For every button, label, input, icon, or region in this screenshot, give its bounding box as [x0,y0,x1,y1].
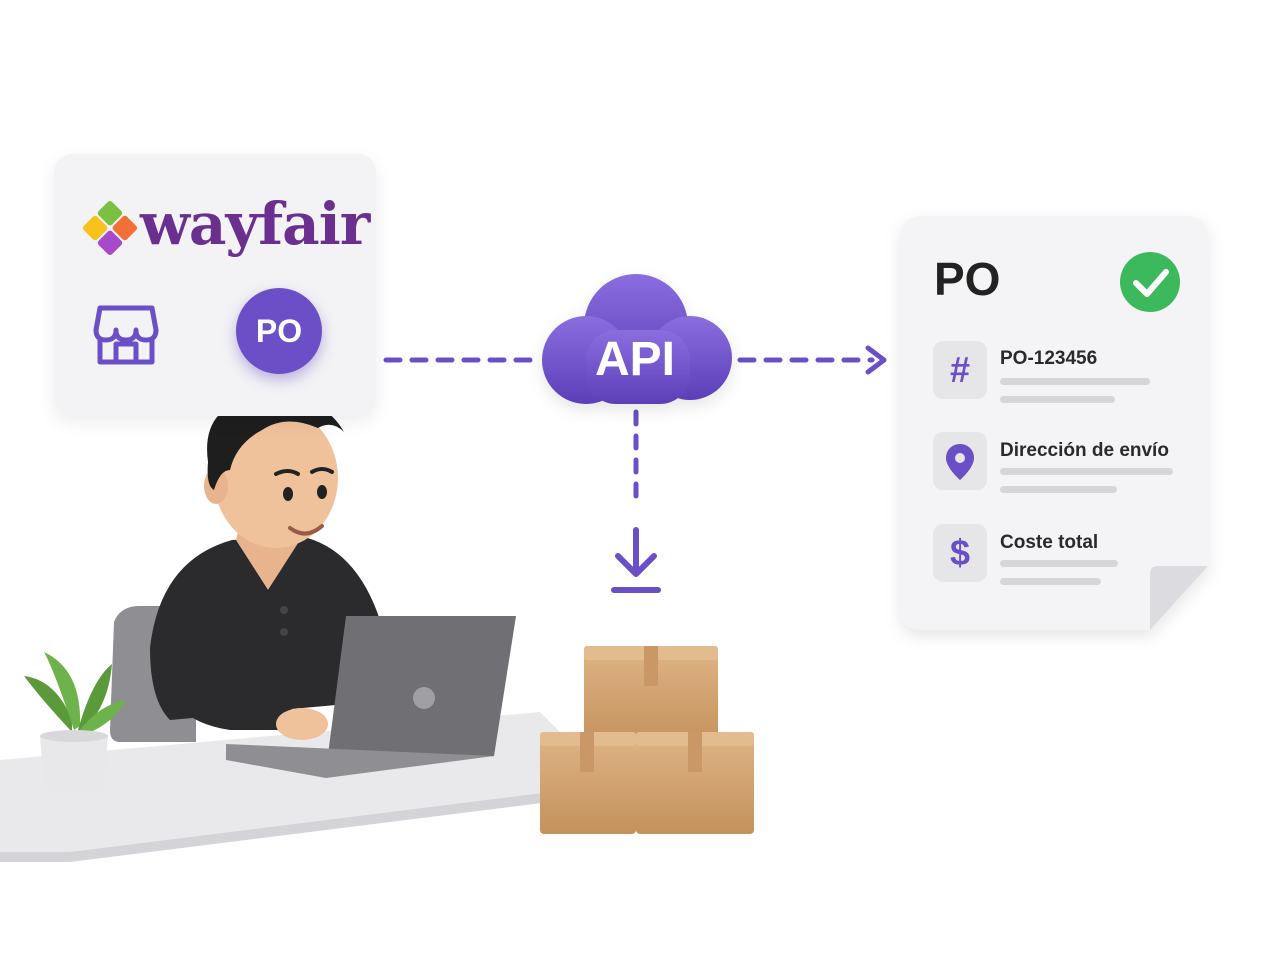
wayfair-card [54,154,376,416]
field-shipping-address: Dirección de envío [1000,440,1169,461]
field-total-cost: Coste total [1000,532,1099,553]
person [150,397,392,740]
dollar-icon: $ [933,524,987,582]
wayfair-logo-text: wayfair [140,190,370,258]
cloud-icon [542,274,732,404]
document-placeholder-lines [1000,378,1173,585]
connector-api-to-po [737,345,887,375]
laptop [226,616,516,778]
po-document-title: PO [934,253,1001,305]
shipping-boxes [540,646,754,834]
api-label: API [594,333,675,386]
location-pin-icon [946,444,974,480]
hash-icon: # [933,341,987,399]
po-badge: PO [236,288,322,374]
download-icon [611,527,661,593]
check-circle-icon [1120,252,1180,312]
field-po-number: PO-123456 [1000,348,1098,369]
plant [24,652,126,794]
